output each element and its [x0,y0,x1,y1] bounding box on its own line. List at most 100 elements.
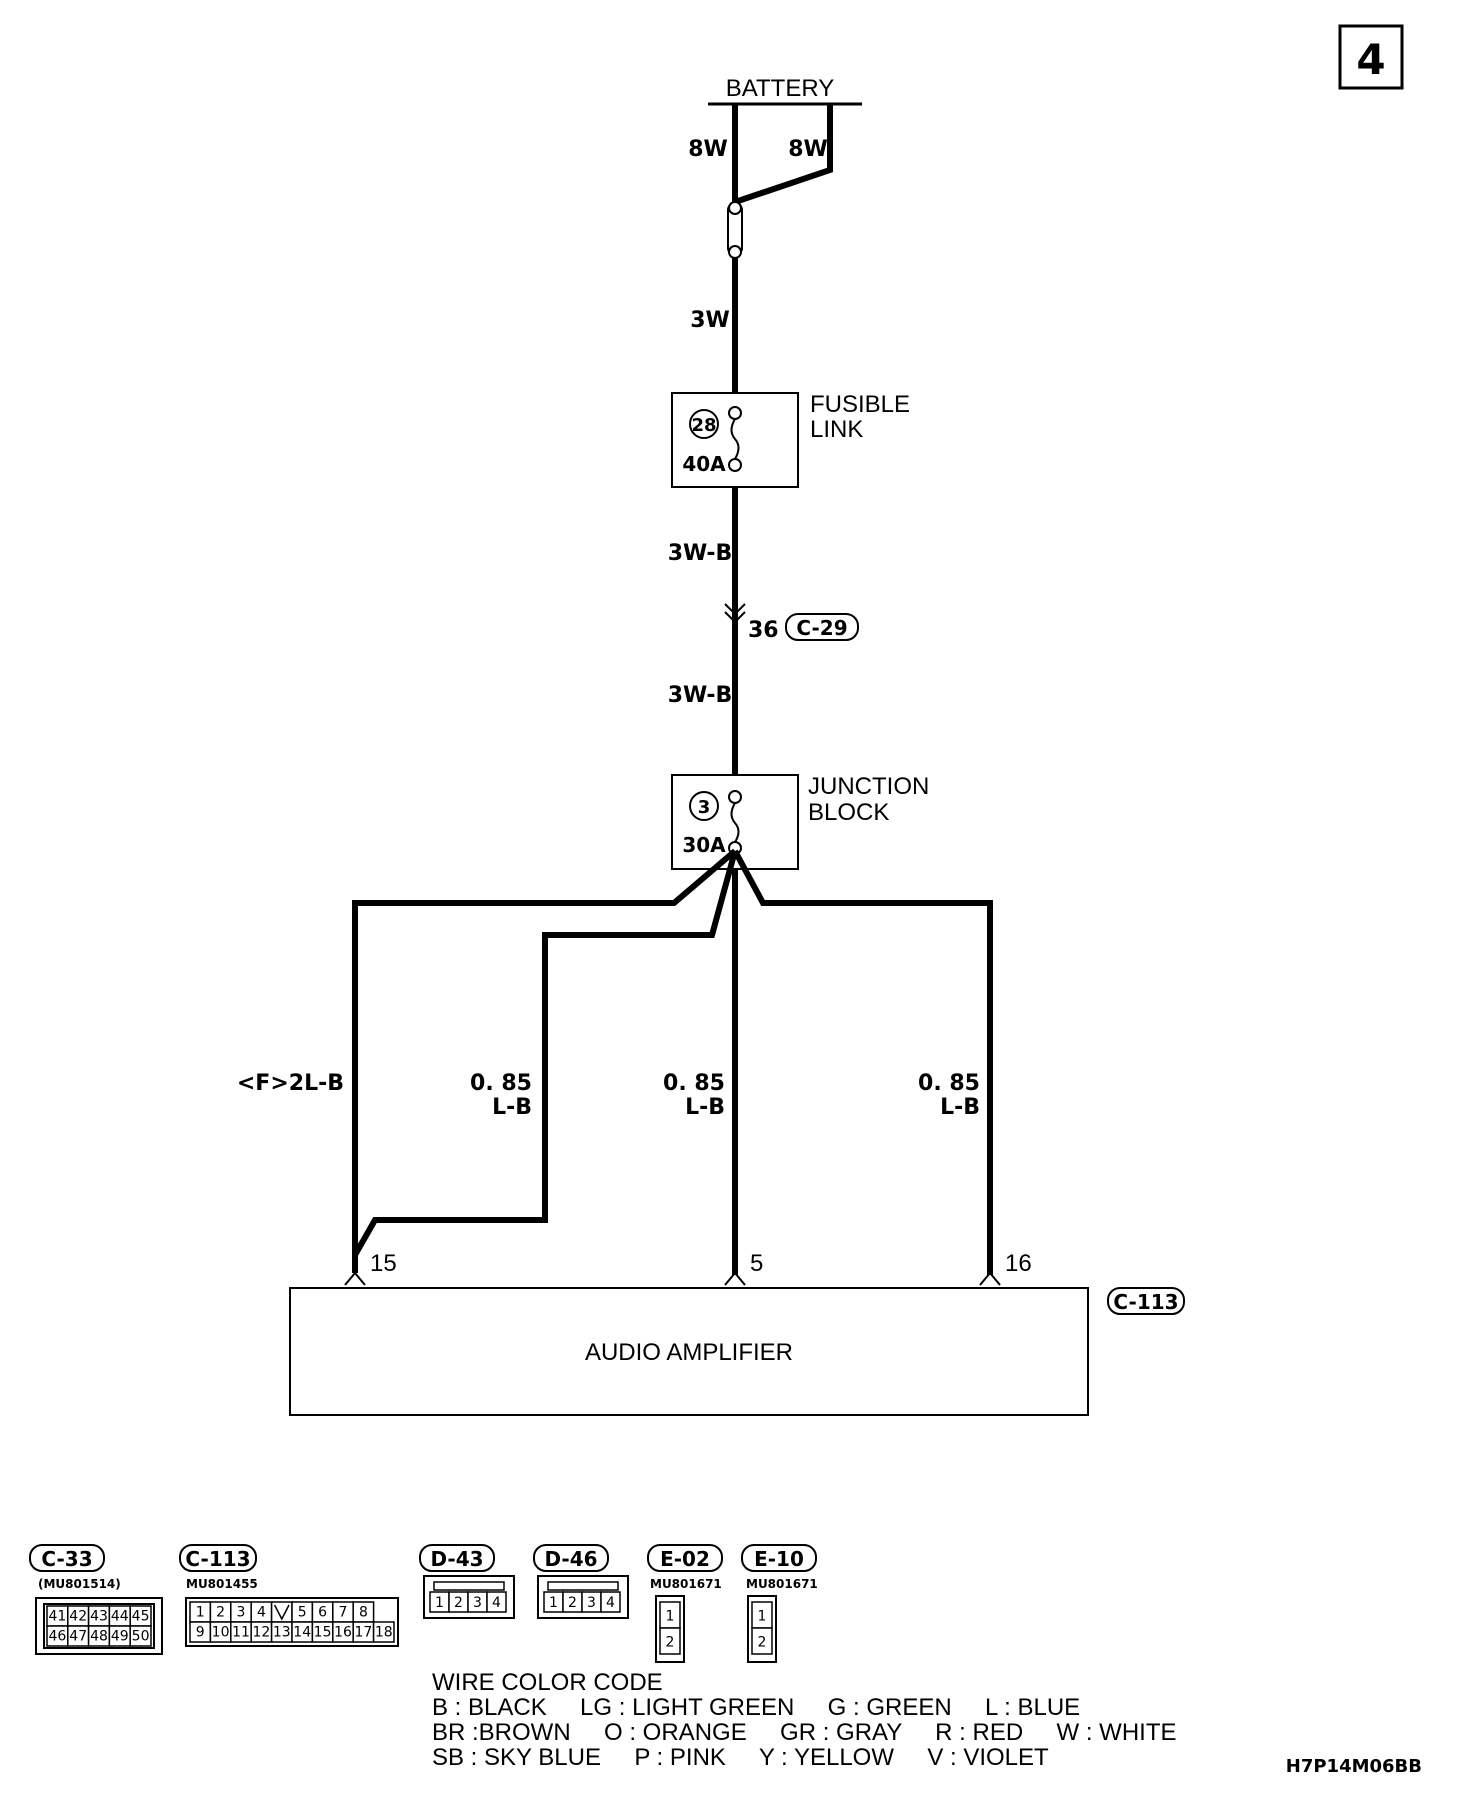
connector-pin-number: 2 [666,1634,675,1650]
junction-block-number: 3 [698,797,711,818]
connector-pin-number: 50 [132,1629,150,1645]
connector-c29: 36 C-29 [724,603,859,643]
connector-key-mark [273,1604,290,1621]
wire-3w-label: 3W [690,308,730,333]
audio-amplifier-connector: C-113 [1113,1290,1178,1314]
branch-wire-1-label: <F>2L-B [237,1071,344,1096]
connector-pin-number: 2 [568,1595,577,1611]
connector-c113-id: C-113 [185,1547,250,1571]
connector-pin-number: 2 [216,1605,225,1621]
connector-pin-number: 17 [354,1625,372,1641]
connector-pin-number: 1 [196,1605,205,1621]
connector-pin-number: 3 [587,1595,596,1611]
connector-pin-number: 3 [473,1595,482,1611]
connector-pin-number: 41 [48,1609,66,1625]
junction-block-title-1: JUNCTION [808,773,929,800]
junction-block: 3 30A JUNCTION BLOCK [671,773,929,870]
connector-pin-number: 14 [293,1625,311,1641]
branch-wire-3-label-2: L-B [685,1095,725,1120]
connector-pin-cell [372,1621,395,1643]
connector-pin-number: 7 [339,1605,348,1621]
amp-pin-5: 5 [750,1250,763,1277]
connector-e10-id: E-10 [754,1547,804,1571]
battery-wire-left: 8W [688,137,728,162]
connector-d46-id: D-46 [544,1547,597,1571]
connector-pin-cell [659,1627,681,1655]
connector-c29-pin: 36 [748,618,779,643]
connector-pin-cell [600,1591,621,1613]
connector-pin-cell [129,1625,152,1647]
branch-wire-3-label-1: 0. 85 [663,1071,725,1096]
wire-color-code-line-1: B : BLACK LG : LIGHT GREEN G : GREEN L :… [432,1694,1080,1721]
connector-e10-part: MU801671 [746,1577,818,1591]
connector-pin-number: 1 [549,1595,558,1611]
connector-pin-number: 45 [132,1609,150,1625]
fusible-link-title-2: LINK [810,416,863,443]
connector-pin-number: 4 [492,1595,501,1611]
connector-pin-number: 46 [48,1629,66,1645]
inline-fuse-icon [727,201,743,259]
connector-c113-part: MU801455 [186,1577,258,1591]
connector-pin-number: 16 [334,1625,352,1641]
junction-block-rating: 30A [682,833,726,857]
fusible-link-rating: 40A [682,452,726,476]
audio-amplifier-label: AUDIO AMPLIFIER [585,1339,793,1366]
battery-label: BATTERY [726,75,834,102]
connector-pin-number: 4 [606,1595,615,1611]
connector-pin-number: 4 [257,1605,266,1621]
branch-wires [352,848,993,1275]
connector-e02-id: E-02 [660,1547,710,1571]
connector-pin-number: 43 [90,1609,108,1625]
connector-pin-cell [751,1627,773,1655]
connector-pin-number: 6 [318,1605,327,1621]
connector-pin-number: 11 [232,1625,250,1641]
connector-d43-id: D-43 [430,1547,483,1571]
amp-pin-15: 15 [370,1250,397,1277]
connector-pin-number: 1 [666,1608,675,1624]
connector-pin-number: 2 [454,1595,463,1611]
connector-pin-number: 5 [298,1605,307,1621]
page-number: 4 [1356,35,1385,84]
junction-block-title-2: BLOCK [808,799,889,826]
connector-e02: E-02 MU801671 1 2 [647,1544,723,1663]
connector-pin-cell [486,1591,507,1613]
wire-color-code-line-3: SB : SKY BLUE P : PINK Y : YELLOW V : VI… [432,1744,1049,1771]
battery-wire-right: 8W [788,137,828,162]
connector-pin-number: 42 [69,1609,87,1625]
wire-color-code-line-2: BR :BROWN O : ORANGE GR : GRAY R : RED W… [432,1719,1177,1746]
fusible-link-title-1: FUSIBLE [810,391,910,418]
connector-pin-number: 48 [90,1629,108,1645]
connector-pin-number: 10 [212,1625,230,1641]
connector-pin-number: 15 [314,1625,332,1641]
diagram-code: H7P14M06BB [1286,1756,1422,1777]
connector-pin-number: 3 [237,1605,246,1621]
fusible-link-number: 28 [691,415,716,436]
connector-e10: E-10 MU801671 1 2 [741,1544,818,1663]
connector-c29-id: C-29 [796,616,847,640]
branch-wire-4-label-1: 0. 85 [918,1071,980,1096]
fusible-link-number-badge [689,409,719,439]
connector-e02-part: MU801671 [650,1577,722,1591]
connector-pin-number: 18 [375,1625,393,1641]
connector-pin-number: 44 [111,1609,129,1625]
connector-pin-number: 2 [758,1634,767,1650]
fusible-link: 28 40A FUSIBLE LINK [671,391,910,488]
branch-wire-2-label-1: 0. 85 [470,1071,532,1096]
branch-wire-4-label-2: L-B [940,1095,980,1120]
branch-wire-labels: <F>2L-B 0. 85 L-B 0. 85 L-B 0. 85 L-B [237,1071,980,1120]
main-wire [732,104,833,1275]
branch-wire-2-label-2: L-B [492,1095,532,1120]
connector-pin-number: 47 [69,1629,87,1645]
page-number-box: 4 [1338,24,1404,90]
wire-color-code: WIRE COLOR CODE B : BLACK LG : LIGHT GRE… [432,1669,1177,1771]
connector-pin-number: 1 [758,1608,767,1624]
connector-pin-number: 12 [252,1625,270,1641]
wire-3wb-upper-label: 3W-B [668,541,733,566]
junction-block-number-badge [689,791,719,821]
